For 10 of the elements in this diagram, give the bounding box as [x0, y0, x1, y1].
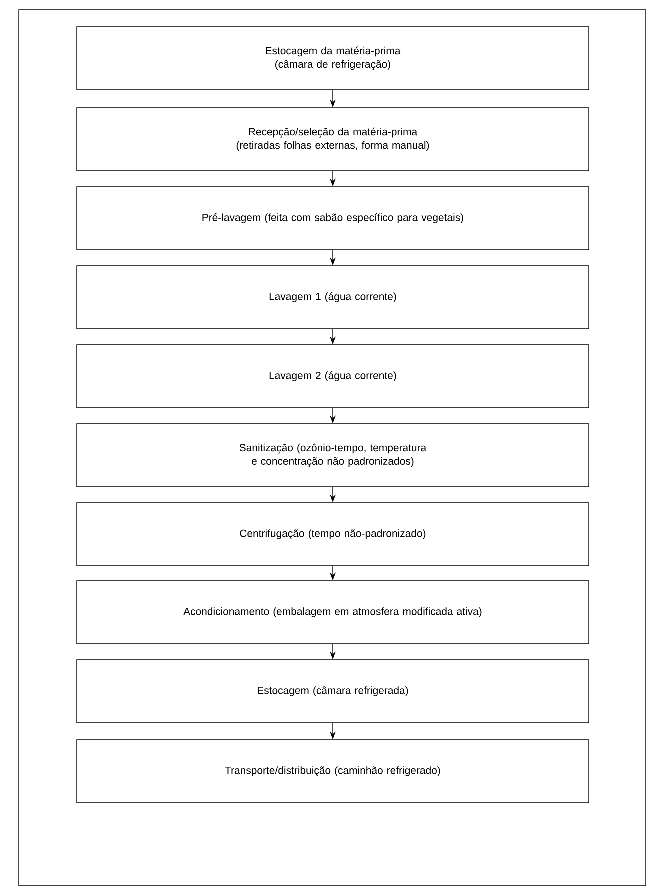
process-box: Lavagem 1 (água corrente) — [76, 266, 590, 330]
process-box: Estocagem da matéria-prima (câmara de refrigeração) — [76, 26, 590, 90]
process-box: Pré-lavagem (feita com sabão específico para vegetais) — [76, 186, 590, 250]
process-box: Transporte/distribuição (caminhão refrigerado) — [76, 740, 590, 804]
process-box: Acondicionamento (embalagem em atmosfera modificada ativa) — [76, 580, 590, 644]
process-box: Lavagem 2 (água corrente) — [76, 344, 590, 408]
process-box: Centrifugação (tempo não-padronizado) — [76, 502, 590, 566]
process-box: Recepção/seleção da matéria-prima (retiradas folhas externas, forma manual) — [76, 108, 590, 172]
process-box: Estocagem (câmara refrigerada) — [76, 660, 590, 724]
process-box: Sanitização (ozônio-tempo, temperatura e concentração não padronizados) — [76, 424, 590, 488]
